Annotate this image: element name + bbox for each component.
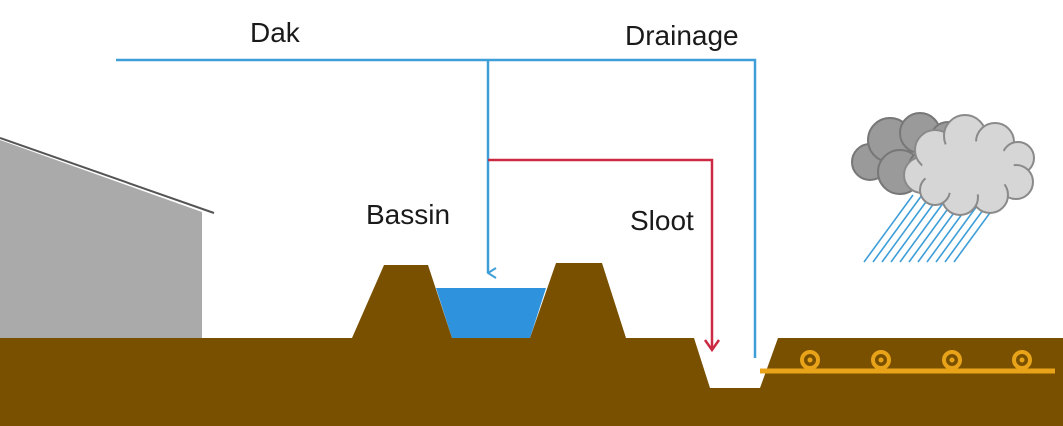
rain-cloud-icon [851,112,1035,263]
ditch-arrowhead [703,339,721,353]
label-drainage: Drainage [625,20,739,51]
ditch-flow [488,158,721,353]
drainage-hole [949,357,955,363]
drainage-hole [942,350,962,370]
house [0,137,215,340]
drainage-hole [1019,357,1025,363]
label-ditch: Sloot [630,205,694,236]
roof-flow-lines [116,58,757,358]
drainage-hole [800,350,820,370]
drainage-hole [878,357,884,363]
label-roof: Dak [250,17,301,48]
ground [0,263,1063,426]
cloud-light-fill [922,141,1014,195]
ditch-flow-line [488,158,714,349]
roof-main-line [116,58,757,358]
house-body [0,140,202,340]
drainage-hole [1012,350,1032,370]
label-basin: Bassin [366,199,450,230]
house-roof-line [0,137,215,214]
basin-water [436,288,546,338]
drainage-hole [807,357,813,363]
drainage-hole [871,350,891,370]
drainage-pipe [760,350,1055,374]
